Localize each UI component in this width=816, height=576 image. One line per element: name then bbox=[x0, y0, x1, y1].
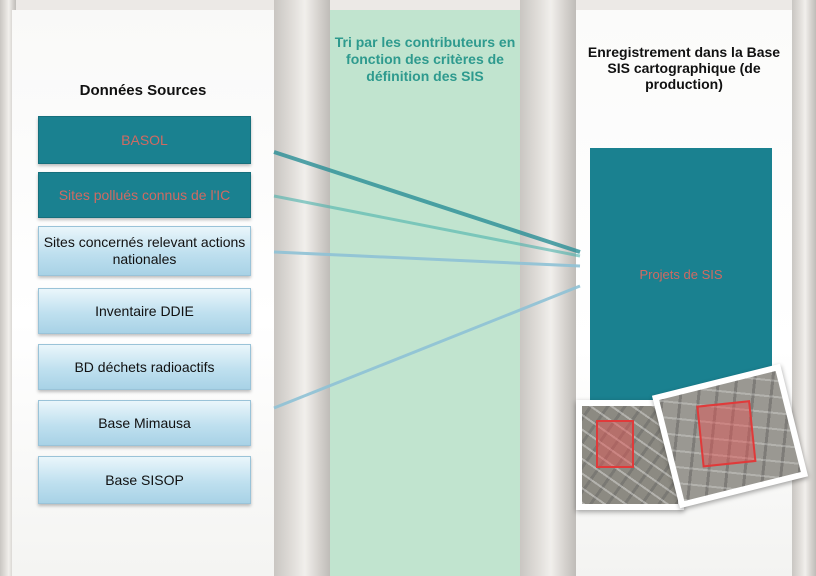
source-base-mimausa: Base Mimausa bbox=[38, 400, 251, 446]
parcel-outline bbox=[596, 420, 634, 468]
sorting-band bbox=[330, 10, 520, 576]
aerial-parcel-image bbox=[659, 371, 801, 501]
connector-mimausa bbox=[273, 284, 581, 410]
database-title: Enregistrement dans la Base SIS cartogra… bbox=[587, 44, 781, 92]
background-stripe-right bbox=[792, 0, 816, 576]
connector-ic bbox=[273, 194, 581, 258]
projets-sis-label: Projets de SIS bbox=[639, 266, 723, 282]
source-base-sisop: Base SISOP bbox=[38, 456, 251, 504]
sources-title: Données Sources bbox=[79, 82, 207, 99]
background-stripe-b bbox=[520, 0, 576, 576]
background-stripe-a bbox=[274, 0, 330, 576]
source-sites-actions-nationales: Sites concernés relevant actions nationa… bbox=[38, 226, 251, 276]
source-sites-pollues-ic: Sites pollués connus de l'IC bbox=[38, 172, 251, 218]
source-basol: BASOL bbox=[38, 116, 251, 164]
projets-sis-box: Projets de SIS bbox=[590, 148, 772, 400]
map-parcel-image bbox=[582, 406, 678, 504]
connector-basol bbox=[273, 150, 581, 254]
parcel-outline bbox=[696, 400, 757, 468]
connector-national bbox=[273, 250, 581, 268]
sorting-title: Tri par les contributeurs en fonction de… bbox=[334, 34, 516, 84]
source-bd-dechets-radioactifs: BD déchets radioactifs bbox=[38, 344, 251, 390]
source-inventaire-ddie: Inventaire DDIE bbox=[38, 288, 251, 334]
